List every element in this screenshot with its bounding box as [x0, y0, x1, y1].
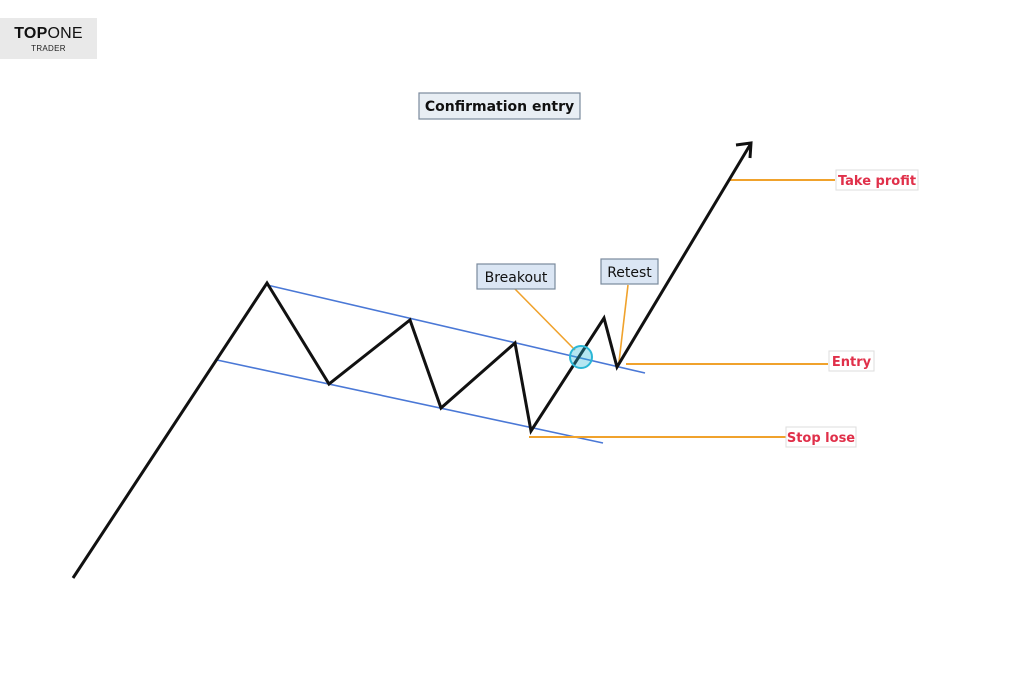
logo-brand: TOPONE: [0, 25, 97, 43]
take-profit-label: Take profit: [835, 169, 919, 191]
logo-subtitle: TRADER: [31, 44, 66, 53]
retest-callout-box: [600, 258, 659, 285]
retest-pointer-line: [618, 284, 629, 363]
retest-callout: Retest: [600, 258, 659, 285]
channel-upper-line: [266, 284, 646, 374]
breakout-callout-text: Breakout: [485, 270, 548, 286]
entry-label-text: Entry: [832, 355, 872, 370]
retest-callout-text: Retest: [607, 265, 652, 281]
price-arrow-head: [735, 141, 753, 159]
channel-lower-line: [216, 359, 604, 444]
diagram-title-box: [418, 92, 581, 120]
diagram-title-text: Confirmation entry: [425, 99, 574, 115]
take-profit-label-box: [835, 169, 919, 191]
top-one-trader-logo: TOPONE TRADER: [0, 18, 97, 59]
logo-brand-one: ONE: [47, 25, 83, 42]
breakout-callout: Breakout: [476, 263, 556, 290]
stop-loss-label-text: Stop lose: [787, 431, 855, 446]
logo-brand-top: TOP: [14, 25, 48, 42]
breakout-pointer-line: [513, 287, 576, 351]
stop-loss-label: Stop lose: [785, 426, 857, 448]
price-path-line: [71, 144, 752, 579]
breakout-marker-circle: [569, 345, 593, 369]
take-profit-label-text: Take profit: [838, 174, 916, 189]
entry-label: Entry: [828, 350, 875, 372]
diagram-title: Confirmation entry: [418, 92, 581, 120]
entry-label-box: [828, 350, 875, 372]
breakout-callout-box: [476, 263, 556, 290]
stop-loss-label-box: [785, 426, 857, 448]
